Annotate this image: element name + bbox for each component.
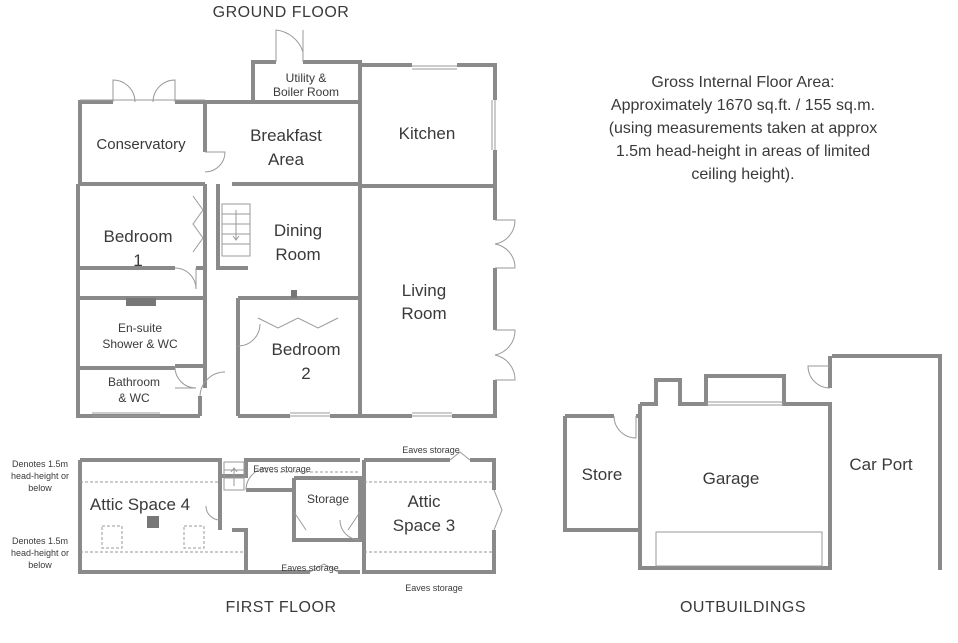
- area-info-line: Gross Internal Floor Area:: [651, 74, 834, 91]
- rooflight-left: [101, 525, 123, 549]
- rooflight-right: [183, 525, 205, 549]
- outbuildings-title: OUTBUILDINGS: [680, 599, 806, 616]
- ground-walls: [76, 60, 497, 418]
- garage-window: [706, 401, 784, 406]
- head-height-note: head-height or: [11, 548, 69, 558]
- head-height-note: Denotes 1.5m: [12, 459, 68, 469]
- utility-room-label: Boiler Room: [273, 85, 339, 99]
- ground-windows: [80, 65, 496, 417]
- kitchen-label: Kitchen: [399, 124, 456, 143]
- chimney-stub: [291, 290, 297, 298]
- storage-label: Storage: [307, 492, 349, 506]
- head-height-note: Denotes 1.5m: [12, 536, 68, 546]
- eaves-storage-label: Eaves storage: [281, 563, 339, 573]
- bathroom-label: & WC: [118, 391, 150, 405]
- attic-space-4-label: Attic Space 4: [90, 495, 190, 514]
- head-height-note: below: [28, 560, 52, 570]
- utility-room-label: Utility &: [286, 71, 327, 85]
- ground-floor-title: GROUND FLOOR: [213, 4, 350, 21]
- eaves-storage-label: Eaves storage: [402, 445, 460, 455]
- ground-doors: [112, 29, 516, 397]
- ground-floor-plan: Utility & Boiler Room Conservatory Break…: [76, 29, 516, 418]
- attic-space-3-label: Attic: [407, 492, 441, 511]
- head-height-lines: [80, 471, 494, 553]
- dining-room-label: Dining: [274, 221, 322, 240]
- eaves-storage-label: Eaves storage: [405, 583, 463, 593]
- first-walls: [78, 458, 496, 574]
- first-floor-title: FIRST FLOOR: [226, 599, 337, 616]
- bedroom-2-label: 2: [301, 364, 310, 383]
- breakfast-area-label: Breakfast: [250, 126, 322, 145]
- attic-space-3-label: Space 3: [393, 516, 455, 535]
- ensuite-label: En-suite: [118, 321, 162, 335]
- fireplace-block: [126, 298, 156, 306]
- first-floor-plan: Attic Space 4 Storage Attic Space 3 Eave…: [11, 445, 503, 593]
- chimney-block: [147, 516, 159, 528]
- ensuite-label: Shower & WC: [102, 337, 178, 351]
- bedroom-2-label: Bedroom: [272, 340, 341, 359]
- area-info-line: Approximately 1670 sq.ft. / 155 sq.m.: [611, 97, 875, 114]
- area-info: Gross Internal Floor Area: Approximately…: [609, 74, 878, 183]
- head-height-note: below: [28, 483, 52, 493]
- conservatory-label: Conservatory: [96, 136, 186, 153]
- car-port-label: Car Port: [849, 455, 913, 474]
- eaves-storage-label: Eaves storage: [253, 464, 311, 474]
- dining-room-label: Room: [275, 245, 320, 264]
- area-info-line: 1.5m head-height in areas of limited: [616, 143, 870, 160]
- store-door: [613, 415, 637, 439]
- store-label: Store: [582, 465, 623, 484]
- ground-stairs: [221, 203, 251, 257]
- living-room-label: Living: [402, 281, 446, 300]
- first-doors: [205, 451, 503, 573]
- outbuildings-plan: Store Garage Car Port: [563, 354, 942, 570]
- bathroom-label: Bathroom: [108, 375, 160, 389]
- living-room-label: Room: [401, 304, 446, 323]
- breakfast-area-label: Area: [268, 150, 304, 169]
- area-info-line: (using measurements taken at approx: [609, 120, 878, 137]
- head-height-note: head-height or: [11, 471, 69, 481]
- first-stairs: [223, 461, 245, 491]
- bedroom-1-label: Bedroom: [104, 227, 173, 246]
- carport-door: [807, 365, 831, 389]
- garage-label: Garage: [703, 469, 760, 488]
- outbuilding-walls: [563, 354, 942, 570]
- area-info-line: ceiling height).: [691, 166, 794, 183]
- garage-door: [655, 531, 823, 567]
- bedroom-1-label: 1: [133, 251, 142, 270]
